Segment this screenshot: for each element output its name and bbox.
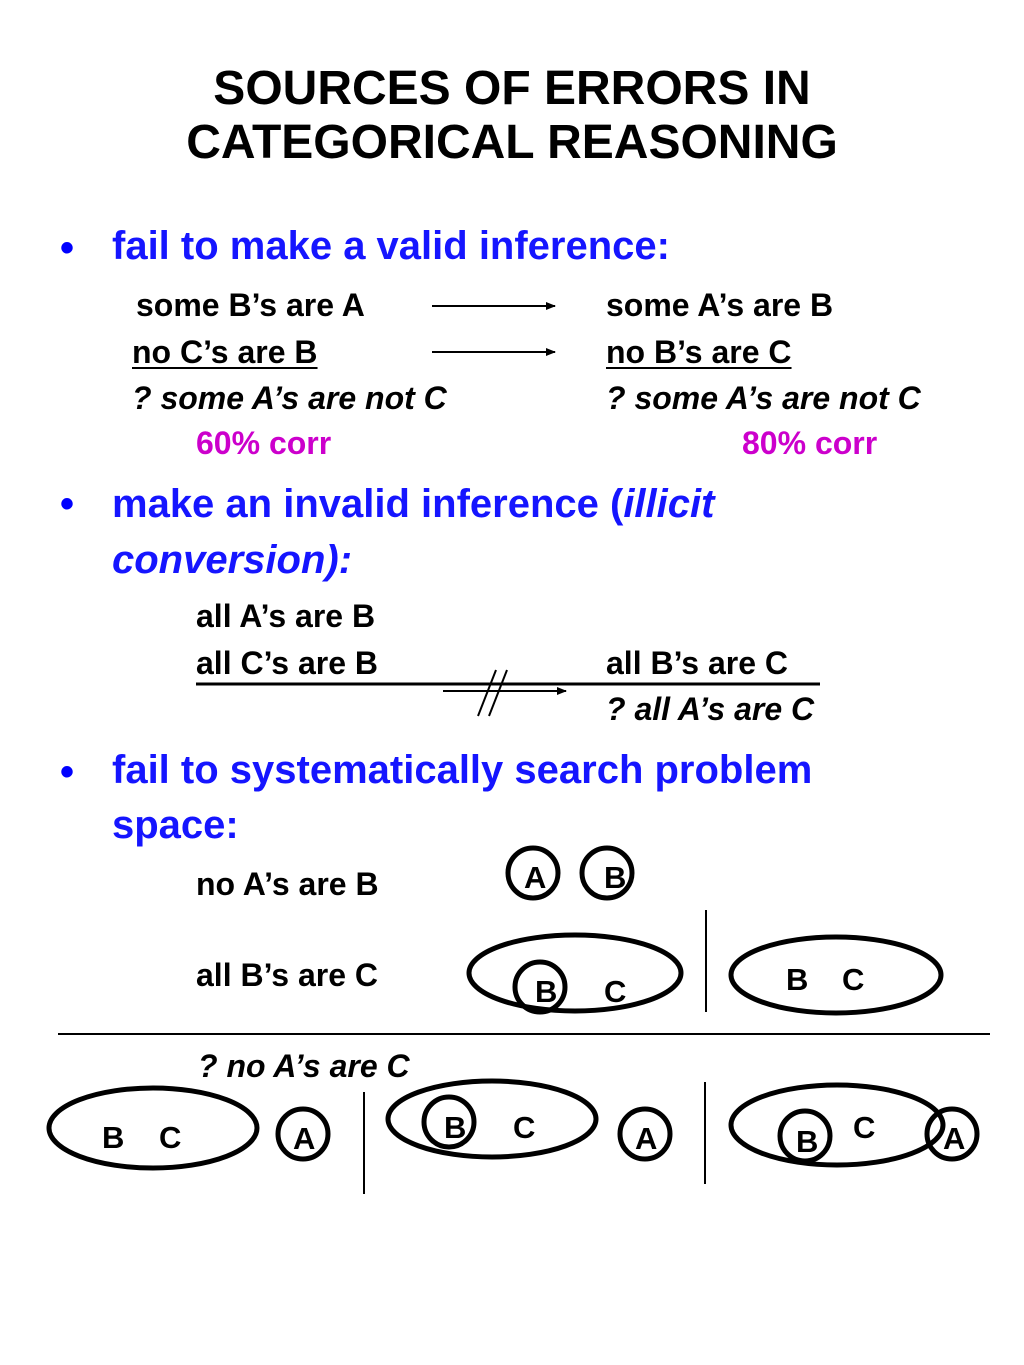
page-title: SOURCES OF ERRORS IN CATEGORICAL REASONI… [0,62,1024,170]
ellipse-bc-concl-2-icon [385,1078,599,1160]
corr-right: 80% corr [742,425,878,461]
conv-premise-2: all C’s are B [196,645,379,681]
label-b-6: B [796,1124,818,1159]
circle-b-icon [579,845,635,901]
circle-a-concl-2-icon [617,1106,673,1162]
title-line-1: SOURCES OF ERRORS IN [213,62,811,115]
corr-left: 60% corr [196,425,332,461]
circle-a-concl-1-icon [275,1106,331,1162]
title-line-2: CATEGORICAL REASONING [186,115,838,169]
label-a-6: A [943,1121,965,1156]
label-c-6: C [853,1110,875,1145]
label-b-1: B [604,860,626,895]
premise-2-left: no C’s are B [132,334,318,370]
bullet-2-text: make an invalid inference (illicit [112,482,714,527]
premise-2-right: no B’s are C [606,334,792,370]
circle-a-concl-3-icon [924,1106,980,1162]
bullet-1-text: fail to make a valid inference: [112,224,670,268]
bullet-dot-3: • [60,750,75,794]
circle-b-concl-2-icon [421,1094,477,1150]
ellipse-bc-concl-1-icon [46,1085,260,1171]
premise-1-left: some B’s are A [136,287,365,323]
label-c-4: C [159,1120,181,1155]
label-c-2: C [604,974,626,1009]
conclusion-right: ? some A’s are not C [606,380,921,416]
bullet-3-text-line2: space: [112,803,239,847]
search-premise-1: no A’s are B [196,866,379,902]
ellipse-bc-concl-3-icon [728,1082,946,1168]
invalid-slash-2 [488,669,508,717]
label-a-5: A [635,1121,657,1156]
bullet-2-text-italic1: illicit [623,482,715,526]
bullet-dot-1: • [60,226,75,270]
label-a-4: A [293,1121,315,1156]
search-conclusion: ? no A’s are C [198,1048,410,1084]
circle-b-inner-icon [512,959,568,1015]
label-c-3: C [842,962,864,997]
bullet-2-text-line2: conversion): [112,538,353,582]
label-a-1: A [524,860,546,895]
label-b-3: B [786,962,808,997]
circle-a-icon [505,845,561,901]
bullet-2-text-part1: make an invalid inference ( [112,482,624,526]
circle-b-concl-3-icon [777,1108,833,1164]
label-b-5: B [444,1110,466,1145]
ellipse-c-icon [466,932,684,1014]
ellipse-bc-icon [728,934,944,1016]
bullet-dot-2: • [60,482,75,526]
bullet-3-text-line1: fail to systematically search problem [112,748,813,792]
label-b-4: B [102,1120,124,1155]
premise-1-right: some A’s are B [606,287,834,323]
conv-converted: all B’s are C [606,645,789,681]
conclusion-left: ? some A’s are not C [132,380,447,416]
label-c-5: C [513,1110,535,1145]
conv-conclusion: ? all A’s are C [606,691,815,727]
search-premise-2: all B’s are C [196,957,379,993]
label-b-2: B [535,974,557,1009]
conv-premise-1: all A’s are B [196,598,376,634]
invalid-slash-1 [477,669,497,717]
